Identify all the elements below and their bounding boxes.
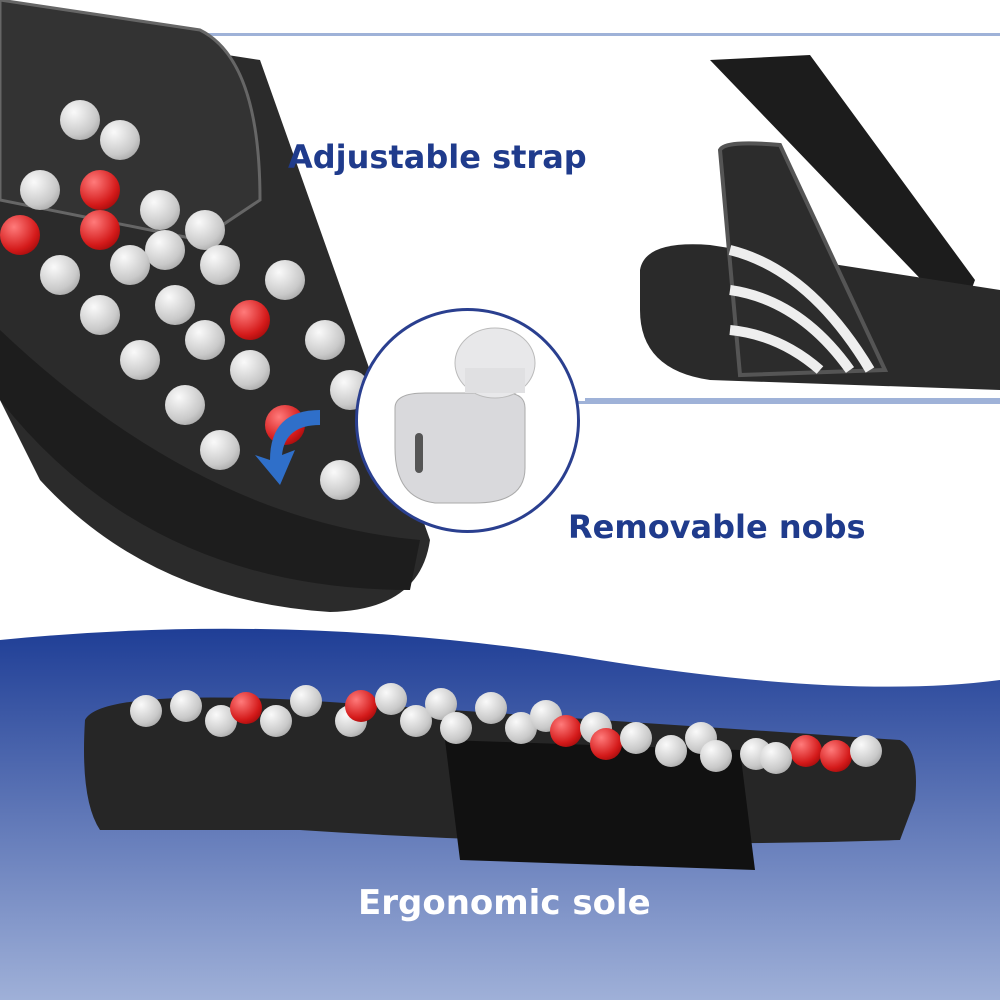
knob xyxy=(265,260,305,300)
knob xyxy=(260,705,292,737)
knob xyxy=(185,210,225,250)
knob xyxy=(40,255,80,295)
knob xyxy=(790,735,822,767)
knob xyxy=(20,170,60,210)
slipper-top-view-image xyxy=(0,0,430,612)
knob xyxy=(655,735,687,767)
knob xyxy=(375,683,407,715)
knob xyxy=(80,170,120,210)
knob xyxy=(145,230,185,270)
knob xyxy=(110,245,150,285)
blue-wave-background xyxy=(0,628,1000,1000)
knob xyxy=(140,190,180,230)
removable-nobs-label: Removable nobs xyxy=(568,508,866,546)
knob xyxy=(155,285,195,325)
knob xyxy=(60,100,100,140)
knob xyxy=(305,320,345,360)
knob-detail-inset xyxy=(355,308,580,533)
knob xyxy=(230,300,270,340)
knob xyxy=(590,728,622,760)
knob xyxy=(80,295,120,335)
removable-knob-image xyxy=(394,327,536,504)
knob xyxy=(100,120,140,160)
knob xyxy=(130,695,162,727)
knob xyxy=(345,690,377,722)
knob xyxy=(550,715,582,747)
knob xyxy=(440,712,472,744)
knob xyxy=(620,722,652,754)
knob xyxy=(320,460,360,500)
knob xyxy=(200,430,240,470)
callout-divider xyxy=(585,398,1000,401)
adjustable-strap-label: Adjustable strap xyxy=(288,138,587,176)
knob xyxy=(185,320,225,360)
knob xyxy=(850,735,882,767)
slipper-strap-image xyxy=(640,55,1000,390)
knob xyxy=(290,685,322,717)
knob xyxy=(200,245,240,285)
knob xyxy=(120,340,160,380)
knob xyxy=(80,210,120,250)
knob xyxy=(820,740,852,772)
knob xyxy=(170,690,202,722)
insert-arrow-icon xyxy=(255,410,320,485)
knob xyxy=(760,742,792,774)
knob xyxy=(0,215,40,255)
knob xyxy=(475,692,507,724)
ergonomic-sole-label: Ergonomic sole xyxy=(358,883,651,923)
knob xyxy=(165,385,205,425)
knob xyxy=(230,692,262,724)
knob xyxy=(700,740,732,772)
knob xyxy=(230,350,270,390)
